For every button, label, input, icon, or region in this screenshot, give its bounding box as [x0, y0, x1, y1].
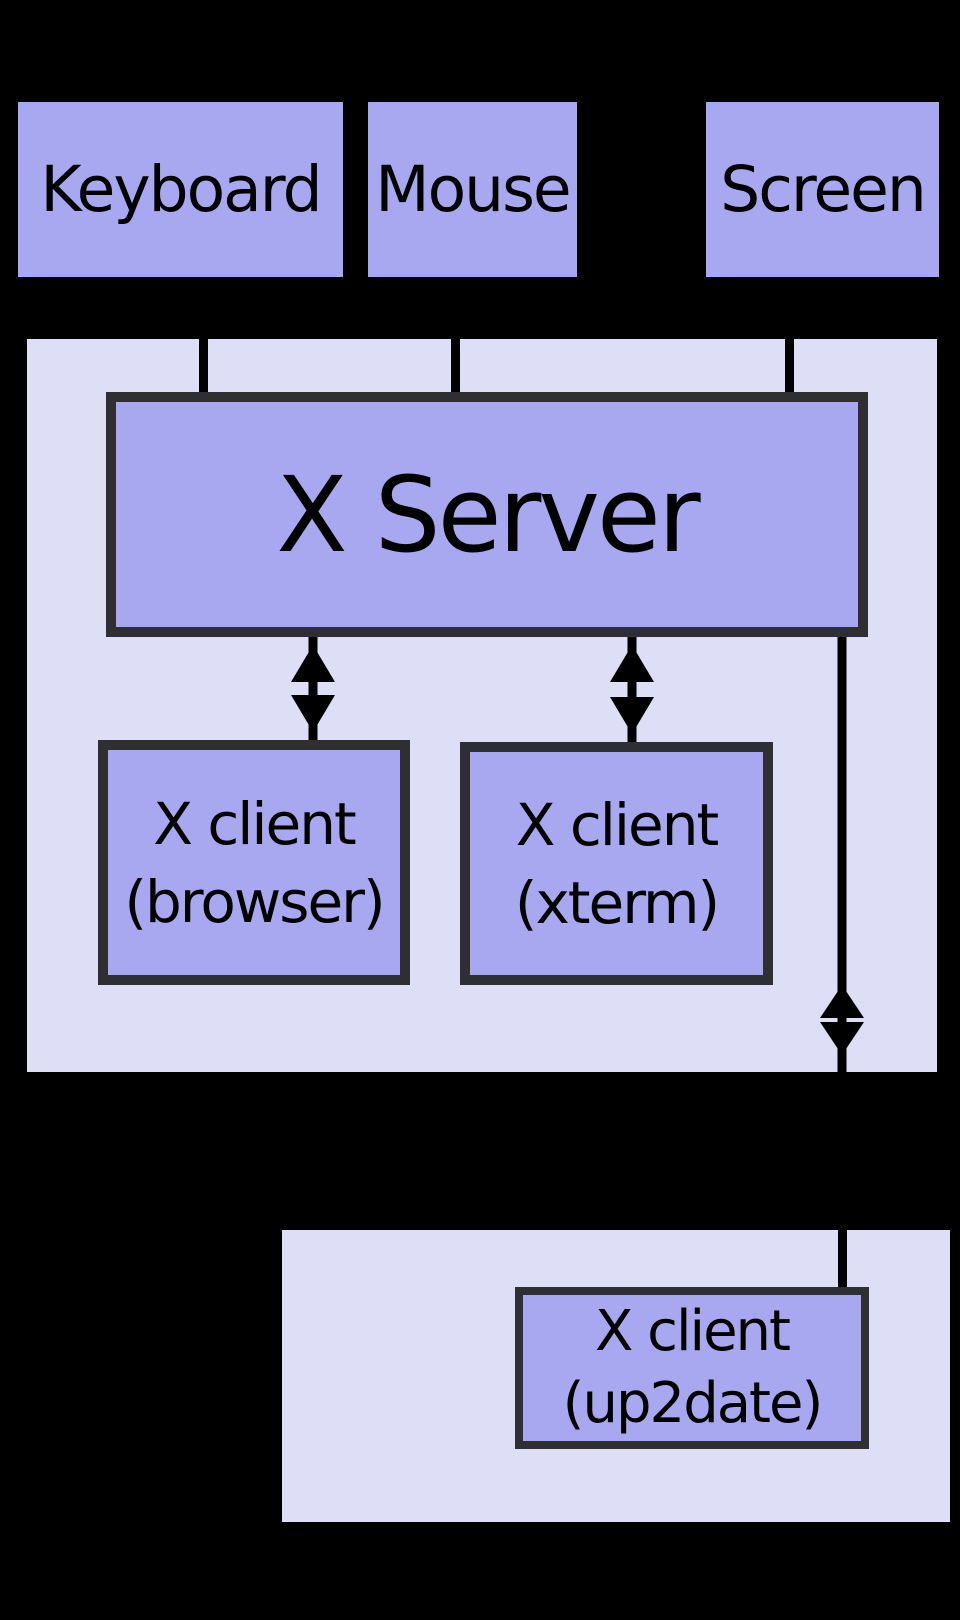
x-client-up2date-line1: X client — [595, 1299, 791, 1364]
x-client-xterm-line1: X client — [515, 790, 719, 859]
x-client-xterm-box: X client (xterm) — [460, 742, 773, 985]
x-client-up2date-box: X client (up2date) — [515, 1287, 869, 1449]
x-client-browser-line2: (browser) — [124, 867, 385, 936]
screen-label: Screen — [720, 153, 927, 226]
x-client-up2date-line2: (up2date) — [562, 1371, 824, 1436]
x-server-label: X Server — [276, 453, 700, 576]
keyboard-label: Keyboard — [40, 153, 322, 226]
screen-box: Screen — [706, 102, 939, 277]
x-client-browser-box: X client (browser) — [98, 740, 410, 985]
screen-connector-line — [785, 277, 794, 402]
mouse-connector-line — [451, 277, 460, 402]
up2date-connector-line — [838, 1072, 847, 1295]
x-client-browser-line1: X client — [153, 789, 356, 858]
mouse-label: Mouse — [375, 153, 571, 226]
x-server-box: X Server — [106, 392, 868, 637]
mouse-box: Mouse — [368, 102, 577, 277]
x-client-xterm-line2: (xterm) — [514, 868, 720, 937]
bidirectional-arrow-server-up2date-icon — [820, 637, 864, 1072]
keyboard-box: Keyboard — [18, 102, 343, 277]
bidirectional-arrow-server-xterm-icon — [610, 637, 654, 742]
bidirectional-arrow-server-browser-icon — [291, 637, 335, 740]
keyboard-connector-line — [199, 275, 208, 402]
